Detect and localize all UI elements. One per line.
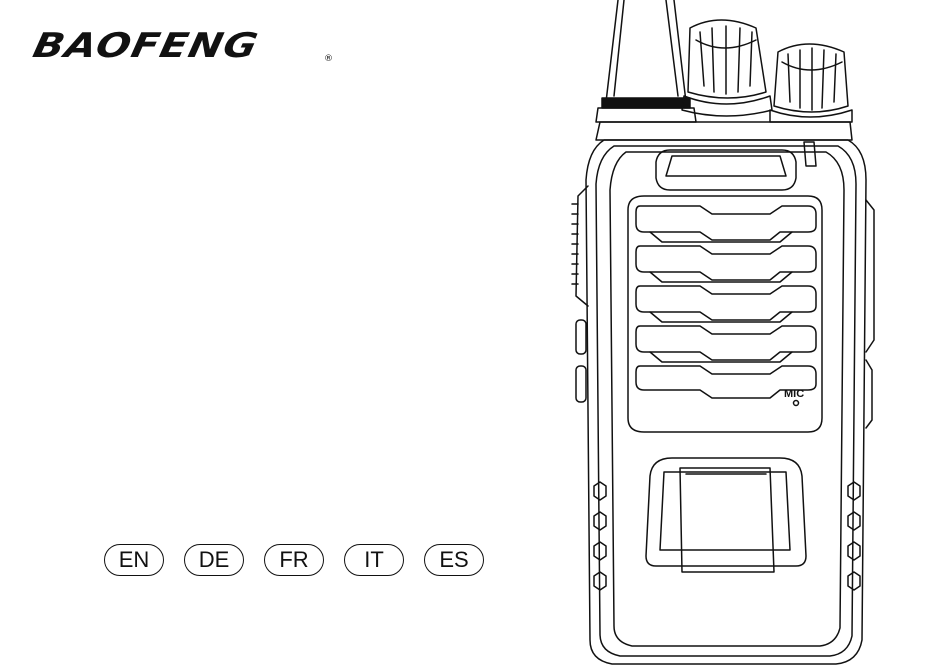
battery-latches-right (848, 482, 860, 590)
side-right-panel (866, 200, 874, 428)
mic-label: MIC (784, 388, 804, 400)
top-shoulder (596, 122, 852, 140)
registered-mark: ® (324, 54, 333, 64)
channel-knob (682, 20, 772, 116)
language-selector: EN DE FR IT ES (104, 544, 494, 580)
antenna (596, 0, 696, 122)
language-button-en[interactable]: EN (104, 544, 164, 576)
language-button-it[interactable]: IT (344, 544, 404, 576)
volume-knob (770, 44, 852, 122)
brand-logo: BAOFENG ® (38, 26, 300, 66)
brand-name: BAOFENG (29, 26, 262, 66)
language-button-fr[interactable]: FR (264, 544, 324, 576)
belt-clip (646, 458, 806, 572)
walkie-talkie-illustration: MIC (560, 0, 950, 665)
display-window (656, 142, 816, 190)
language-button-es[interactable]: ES (424, 544, 484, 576)
language-button-de[interactable]: DE (184, 544, 244, 576)
